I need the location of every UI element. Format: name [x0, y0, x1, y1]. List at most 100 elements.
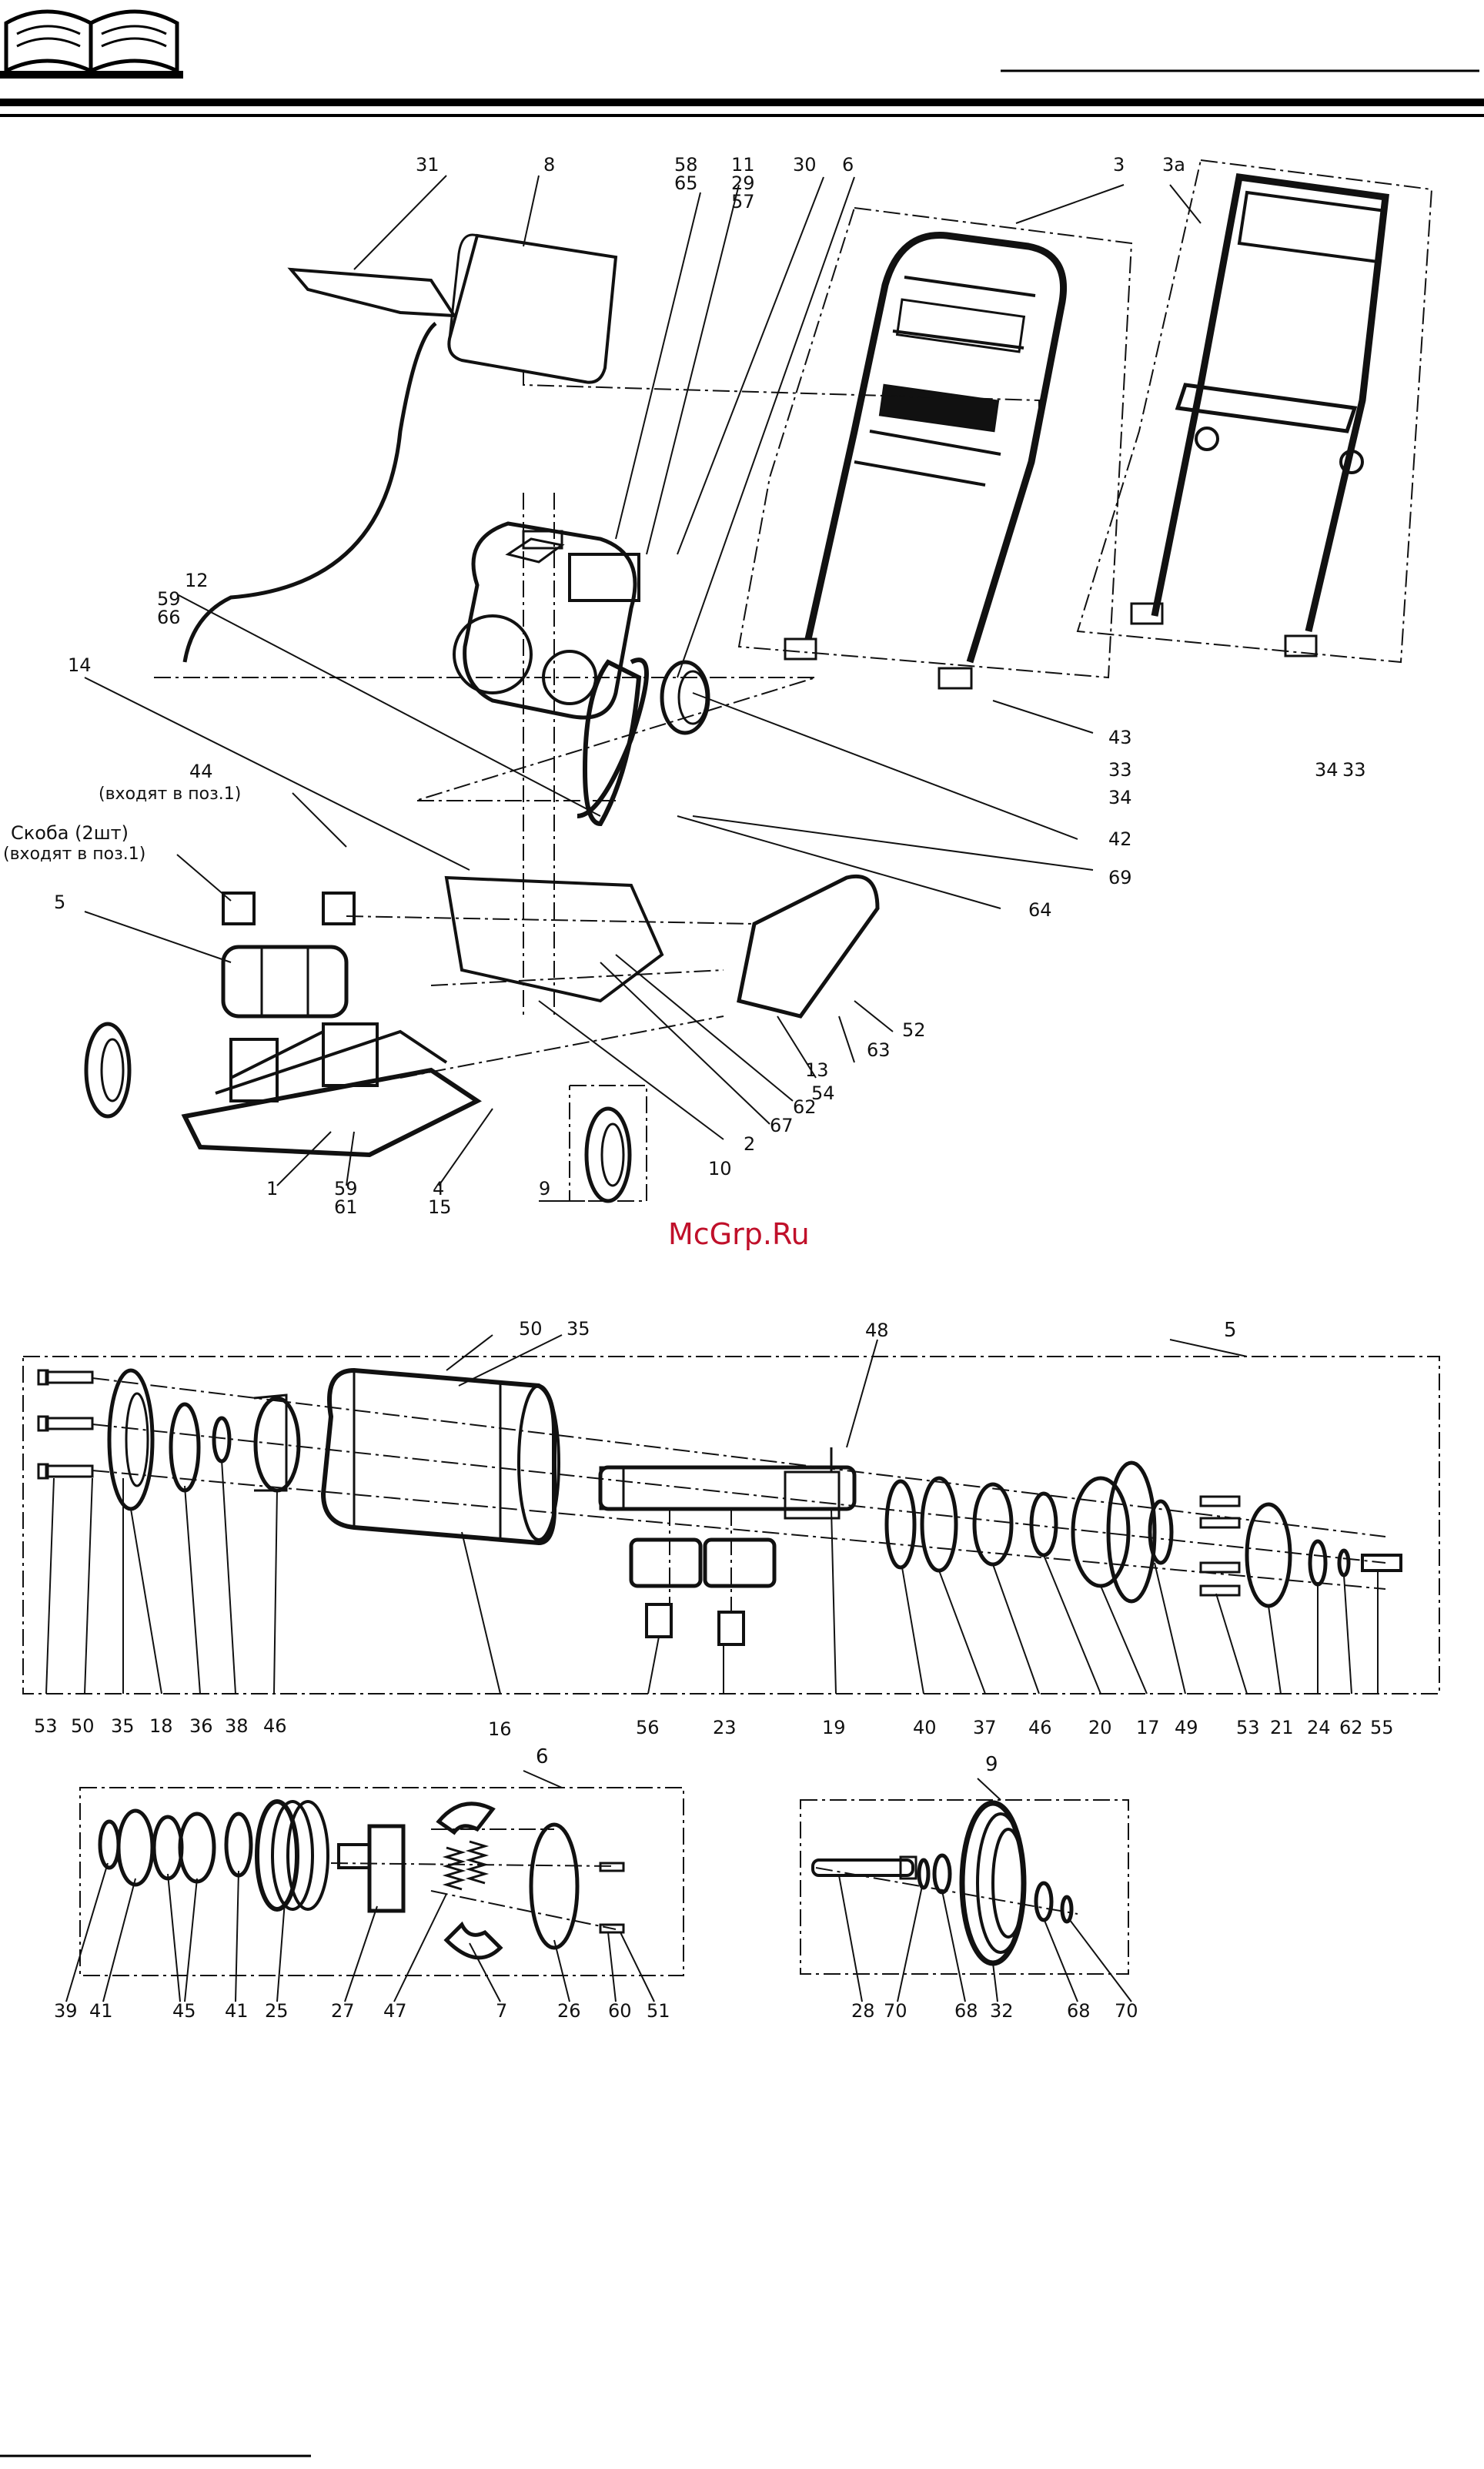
- pulley-6: [662, 662, 708, 733]
- ring-20: [1031, 1494, 1056, 1555]
- callout: 68: [954, 2000, 978, 2022]
- callout: 33: [1108, 759, 1132, 781]
- callout: 13: [805, 1059, 829, 1081]
- callout: 46: [1028, 1717, 1052, 1738]
- header: [0, 12, 1484, 117]
- book-logo-icon: [0, 12, 183, 79]
- callout: 10: [708, 1158, 732, 1179]
- callout: 36: [189, 1715, 213, 1737]
- bolts-left: [38, 1370, 92, 1478]
- callouts-top: 31 8 58 65 11 29 57 30 6 3 3a 12 59 66 1…: [3, 154, 1366, 1218]
- callout: 24: [1307, 1717, 1331, 1738]
- kit-9-view: 9 28 70 68 32 68 70: [800, 1753, 1138, 2022]
- belt-guard-13: [739, 876, 877, 1016]
- header-thick-rule: [0, 99, 1484, 106]
- callout: 15: [428, 1196, 452, 1218]
- leader-lines: [85, 176, 1201, 1201]
- callout: 62: [1339, 1717, 1363, 1738]
- callout: 69: [1108, 867, 1132, 888]
- callout: 48: [865, 1320, 889, 1341]
- callout: 12: [185, 570, 209, 591]
- callout: 7: [496, 2000, 507, 2022]
- callout: 61: [334, 1196, 358, 1218]
- callout: 1: [266, 1178, 278, 1199]
- callout: 45: [172, 2000, 196, 2022]
- callout: 64: [1028, 899, 1052, 921]
- callout: 14: [68, 654, 92, 676]
- top-exploded-view: 31 8 58 65 11 29 57 30 6 3 3a 12 59 66 1…: [3, 154, 1432, 1218]
- callout: 8: [543, 154, 555, 176]
- callout: 16: [488, 1718, 512, 1740]
- callout: Скоба (2шт): [11, 822, 129, 844]
- weights-23: [631, 1540, 774, 1644]
- callout: 5: [54, 892, 65, 913]
- callout: 51: [647, 2000, 670, 2022]
- callout: 39: [54, 2000, 78, 2022]
- hub-27: [339, 1826, 403, 1911]
- callout: 70: [1115, 2000, 1138, 2022]
- callout: 47: [383, 2000, 407, 2022]
- section-label: 9: [985, 1753, 998, 1776]
- callout: 28: [851, 2000, 875, 2022]
- disc-26: [531, 1825, 577, 1948]
- callout: 62: [793, 1096, 817, 1118]
- callouts-bottom-right: 28 70 68 32 68 70: [851, 2000, 1138, 2022]
- callouts-bottom-left: 39 41 45 41 25 27 47 7 26 60 51: [54, 2000, 670, 2022]
- callout: 30: [793, 154, 817, 176]
- wheel-left: [86, 1024, 129, 1116]
- callout: 66: [157, 607, 181, 628]
- housing-16: [323, 1370, 559, 1543]
- ring-38: [214, 1418, 229, 1461]
- callout: 3: [1113, 154, 1125, 176]
- callout: 67: [770, 1115, 794, 1136]
- pulley-25: [257, 1802, 328, 1909]
- callout: 6: [842, 154, 854, 176]
- callout: 46: [263, 1715, 287, 1737]
- callout: 32: [990, 2000, 1014, 2022]
- callout: 40: [913, 1717, 937, 1738]
- vibrator-5: [223, 893, 354, 1016]
- callout: 55: [1370, 1717, 1394, 1738]
- flange-18: [109, 1370, 152, 1509]
- callout: 53: [1236, 1717, 1260, 1738]
- callout: 41: [89, 2000, 113, 2022]
- callout: 70: [884, 2000, 907, 2022]
- callout: 50: [519, 1318, 543, 1340]
- callouts-middle: 50 35 48 53 50 35 18 36 38 46 16 56 23 1…: [34, 1318, 1394, 1740]
- callout: 31: [416, 154, 440, 176]
- callout: 41: [225, 2000, 249, 2022]
- callout: (входят в поз.1): [3, 845, 145, 864]
- flange-49: [1108, 1463, 1155, 1601]
- callout: 50: [71, 1715, 95, 1737]
- callout: 43: [1108, 727, 1132, 748]
- callout: 37: [973, 1717, 997, 1738]
- callout: 56: [636, 1717, 660, 1738]
- callout: 49: [1175, 1717, 1198, 1738]
- callout: 35: [111, 1715, 135, 1737]
- flange-17: [1073, 1478, 1128, 1586]
- callout: 34: [1108, 787, 1132, 808]
- callout: 65: [674, 172, 698, 194]
- callout: 38: [225, 1715, 249, 1737]
- callout: 2: [744, 1133, 755, 1155]
- handle-3: [739, 208, 1131, 688]
- engine: [454, 524, 647, 816]
- pulley-21: [1247, 1504, 1290, 1606]
- watermark: McGrp.Ru: [668, 1217, 810, 1251]
- callout: 26: [557, 2000, 581, 2022]
- header-thin-rule: [0, 114, 1484, 117]
- callout: 3a: [1162, 154, 1185, 176]
- callout: 52: [902, 1019, 926, 1041]
- clutch-shoes-7: [439, 1804, 500, 1958]
- vibrator-assembly-view: 5: [23, 1318, 1439, 1740]
- callout: 23: [713, 1717, 737, 1738]
- callout: 25: [265, 2000, 289, 2022]
- callout: 68: [1067, 2000, 1091, 2022]
- callout: 27: [331, 2000, 355, 2022]
- callout: 34: [1315, 759, 1339, 781]
- wheel-right: [570, 1086, 647, 1201]
- callout: 18: [149, 1715, 173, 1737]
- section-label: 5: [1224, 1319, 1237, 1342]
- callout: 53: [34, 1715, 58, 1737]
- callout: (входят в поз.1): [99, 785, 241, 804]
